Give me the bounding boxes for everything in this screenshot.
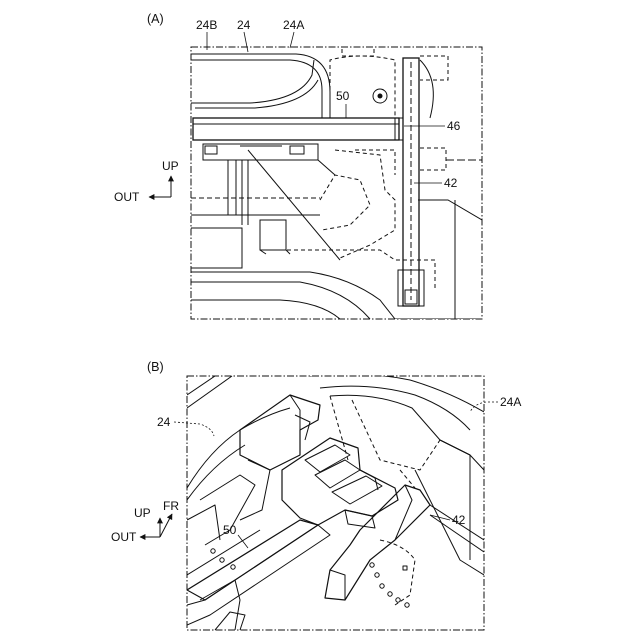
right-upper-dashed — [420, 56, 448, 80]
latch-slot-3 — [332, 476, 382, 504]
trim-dashed-1 — [330, 396, 348, 460]
figure-a-drawing — [191, 46, 482, 319]
leader-24 — [244, 32, 248, 52]
trim-curve-3 — [330, 395, 484, 470]
latch-inner-edge — [360, 470, 378, 490]
latch-slot-2 — [315, 460, 360, 488]
ref-42-label: 42 — [444, 176, 458, 190]
floor-sill-curve — [191, 272, 395, 319]
figure-b: (B) — [111, 360, 521, 630]
floor-block-edge-1 — [260, 250, 266, 254]
figure-b-drawing — [187, 374, 484, 630]
pedestal-left-2 — [187, 505, 220, 540]
hole — [375, 573, 379, 577]
motor-50-center — [378, 94, 382, 98]
b-up-label: UP — [134, 506, 151, 520]
trim-dashed-2 — [352, 400, 440, 470]
bracket-tab — [295, 415, 310, 440]
lower-block-2 — [215, 612, 245, 630]
b-fr-label: FR — [163, 499, 179, 513]
trim-curve-2 — [320, 386, 470, 430]
b-ref-24a-label: 24A — [500, 395, 521, 409]
hole-square — [403, 566, 407, 570]
bar-50 — [187, 520, 318, 600]
block-right-edge — [440, 440, 470, 560]
housing-50-dashed — [330, 56, 395, 118]
hole — [211, 549, 215, 553]
bracket-diagonal-2 — [318, 160, 335, 175]
b-fr-arrow — [160, 514, 172, 537]
figure-b-frame — [187, 376, 484, 630]
panel-24-line-1 — [187, 376, 215, 395]
floor-block — [260, 220, 286, 250]
b-out-label: OUT — [111, 530, 137, 544]
member-42-lever-tip — [330, 570, 345, 600]
latch-slot-1 — [305, 445, 350, 472]
leader-b-50 — [238, 535, 248, 548]
panel-24-inner-curve-2 — [195, 80, 318, 108]
hole — [231, 565, 235, 569]
hole — [370, 563, 374, 567]
b-ref-50-label: 50 — [223, 523, 237, 537]
hole — [380, 584, 384, 588]
figure-b-axes: UP FR OUT — [111, 499, 179, 544]
pedestal-left-3 — [240, 460, 270, 520]
bracket-dashed-outline — [335, 150, 395, 258]
floor-box — [191, 228, 242, 268]
panel-24-line-2 — [187, 376, 232, 408]
right-mid-dashed — [420, 148, 446, 170]
floor-sill-curve-3 — [191, 300, 340, 319]
ref-24a-label: 24A — [283, 18, 304, 32]
figure-a-panel-label: (A) — [147, 12, 164, 26]
figure-a-axes: UP OUT — [114, 159, 179, 204]
hole — [388, 592, 392, 596]
block-right-lower — [415, 470, 484, 575]
ref-24-label: 24 — [237, 18, 251, 32]
ref-50-label: 50 — [336, 89, 350, 103]
panel-24-curve-2 — [187, 445, 245, 500]
bar-50-underside — [187, 525, 330, 625]
hole — [220, 558, 224, 562]
figure-b-panel-label: (B) — [147, 360, 164, 374]
rail-block-2 — [290, 146, 304, 154]
bracket-diagonal-1 — [248, 150, 340, 260]
member-46-bar — [193, 118, 399, 140]
hole — [396, 598, 400, 602]
ref-46-label: 46 — [447, 119, 461, 133]
trim-curve-1 — [310, 374, 484, 412]
right-curve — [420, 60, 433, 118]
leader-b-24 — [174, 422, 214, 436]
figure-a: (A) — [114, 12, 482, 319]
bracket-block-left-edge — [290, 395, 300, 430]
b-ref-42-label: 42 — [452, 513, 466, 527]
rivet-holes — [211, 549, 409, 607]
leader-24a — [290, 32, 294, 48]
up-label: UP — [162, 159, 179, 173]
panel-24b-edge — [191, 60, 322, 118]
dashed-pocket — [380, 540, 415, 605]
member-42-lever — [325, 485, 430, 600]
hole — [405, 603, 409, 607]
lower-block-1 — [200, 580, 240, 630]
out-label: OUT — [114, 190, 140, 204]
right-lower-edge — [418, 200, 482, 220]
bracket-dashed-top — [355, 150, 395, 175]
panel-24-inner-curve — [191, 60, 314, 103]
rail-block-1 — [205, 146, 217, 154]
b-ref-24-label: 24 — [157, 415, 171, 429]
ref-24b-label: 24B — [196, 18, 217, 32]
bracket-dashed-inner — [320, 175, 370, 230]
floor-block-edge-2 — [286, 250, 290, 254]
